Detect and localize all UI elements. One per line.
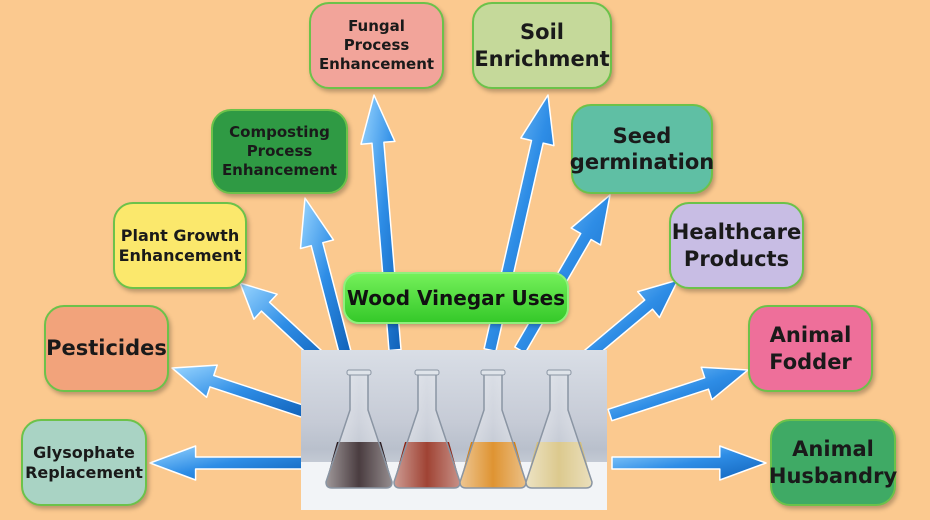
use-label-healthcare: Healthcare Products [671,220,802,271]
arrow-glysophate [149,445,303,481]
use-box-seed: Seed germination [569,104,715,194]
use-box-animal-husbandry: Animal Husbandry [768,419,898,506]
use-box-plant-growth: Plant Growth Enhancement [113,202,247,289]
arrow-healthcare [575,279,679,368]
use-box-animal-fodder: Animal Fodder [748,305,873,392]
flask-1 [325,369,393,489]
use-box-healthcare: Healthcare Products [669,202,804,289]
flask-4 [525,369,593,489]
use-box-glysophate: Glysophate Replacement [21,419,147,506]
center-title: Wood Vinegar Uses [343,272,569,324]
use-label-pesticides: Pesticides [46,336,167,361]
flasks-illustration [301,369,607,510]
use-label-glysophate: Glysophate Replacement [25,442,143,482]
center-title-text: Wood Vinegar Uses [346,286,566,310]
flask-lip [480,369,506,376]
use-box-soil: Soil Enrichment [472,2,612,89]
use-label-animal-fodder: Animal Fodder [769,323,852,374]
flask-2 [393,369,461,489]
arrow-pesticides [171,364,308,419]
flask-lip [346,369,372,376]
use-label-plant-growth: Plant Growth Enhancement [118,225,242,265]
use-label-composting: Composting Process Enhancement [221,123,338,179]
flasks-photo [301,350,607,510]
use-label-animal-husbandry: Animal Husbandry [768,437,898,488]
flask-lip [414,369,440,376]
use-label-seed: Seed germination [569,123,715,174]
flask-glass [325,373,393,489]
flask-lip [546,369,572,376]
use-box-pesticides: Pesticides [44,305,169,392]
use-box-composting: Composting Process Enhancement [211,109,348,194]
flask-glass [525,373,593,489]
arrow-composting [299,197,352,355]
use-box-fungal: Fungal Process Enhancement [309,2,444,89]
flask-3 [459,369,527,489]
use-label-soil: Soil Enrichment [474,20,610,71]
flask-glass [393,373,461,489]
arrow-animal-fodder [607,366,749,422]
arrow-animal-husbandry [611,445,767,481]
flask-glass [459,373,527,489]
use-label-fungal: Fungal Process Enhancement [318,17,435,73]
